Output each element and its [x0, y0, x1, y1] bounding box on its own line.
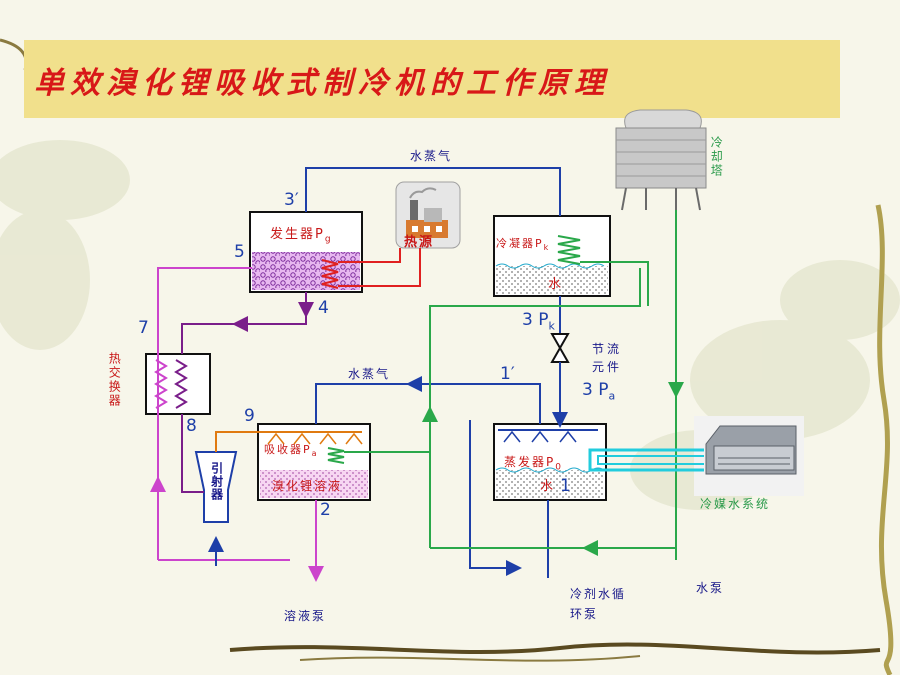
generator-vessel	[249, 211, 363, 293]
generator-label: 发生器Pg	[270, 227, 333, 245]
refrigerant-pump-return-line	[469, 420, 522, 576]
chilled-water-system-label: 冷媒水系统	[700, 497, 771, 511]
libr-solution-label: 溴化锂溶液	[272, 479, 343, 493]
absorber-vessel	[257, 423, 371, 501]
ejector-label: 引射器	[209, 462, 224, 501]
point-5: 5	[234, 242, 245, 262]
refrigerant-pump-label: 冷剂水循环泵	[570, 587, 627, 621]
heat-exchanger-label: 热交换器	[107, 352, 122, 408]
absorber-label: 吸收器Pa	[264, 443, 319, 459]
point-7: 7	[138, 318, 149, 338]
point-3prime: 3′	[284, 190, 299, 210]
ejector-outlet-line	[215, 431, 262, 452]
condenser-label: 冷凝器Pk	[496, 237, 551, 253]
vine-right-decoration	[875, 204, 894, 675]
point-3-pa: 3 Pa	[582, 380, 616, 403]
point-8: 8	[186, 416, 197, 436]
point-4: 4	[318, 298, 329, 318]
water-pump-label: 水泵	[696, 581, 725, 595]
throttle-text: 节流元件	[592, 342, 623, 374]
ejector-body	[194, 451, 238, 523]
evaporator-label: 蒸发器P0	[504, 455, 563, 473]
strong-solution-to-ejector	[181, 414, 204, 493]
heat-source-label: 热源	[404, 235, 435, 250]
fan-coil-unit-icon	[694, 416, 804, 496]
point-3-pk: 3 Pk	[522, 310, 555, 333]
point-9: 9	[244, 406, 255, 426]
vapor-label-mid: 水蒸气	[348, 367, 391, 381]
solution-pump-label: 溶液泵	[284, 609, 327, 623]
weak-solution-line	[157, 267, 252, 560]
condenser-water-label: 水	[548, 277, 564, 292]
heat-exchanger-box	[145, 353, 211, 415]
vapor-label-top: 水蒸气	[410, 149, 453, 163]
evaporator-vessel	[493, 423, 607, 501]
title-bar	[24, 40, 840, 118]
heat-source-return-line	[338, 248, 421, 287]
vapor-line-evaporator-to-absorber	[315, 383, 541, 424]
point-2: 2	[320, 500, 331, 520]
vine-bottom-decoration	[229, 642, 881, 655]
throttle-valve-icon	[550, 333, 570, 363]
cooling-water-line	[429, 268, 641, 548]
condenser-cooling-out	[580, 261, 649, 306]
chilled-water-coil	[588, 448, 704, 472]
point-1prime: 1′	[500, 364, 515, 384]
cooling-tower-icon	[615, 109, 707, 211]
heat-source-icon	[395, 181, 461, 249]
evaporator-water-label: 水	[540, 479, 556, 494]
page-title: 单效溴化锂吸收式制冷机的工作原理	[34, 66, 610, 101]
heat-source-supply-line	[338, 248, 401, 263]
vapor-line-generator-to-condenser	[305, 167, 561, 216]
point-1: 1	[560, 476, 571, 496]
condenser-vessel	[493, 215, 611, 297]
cooling-tower-label: 冷却塔	[709, 136, 724, 178]
